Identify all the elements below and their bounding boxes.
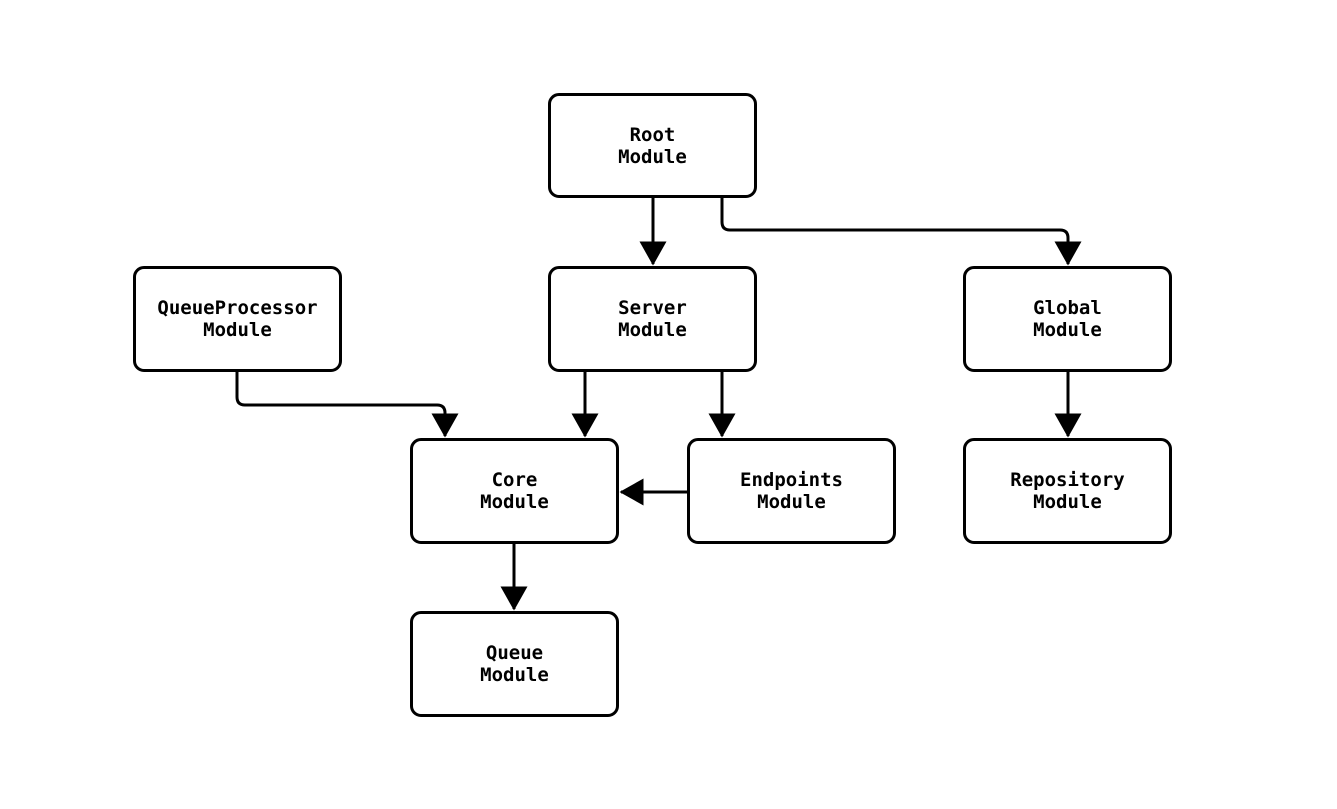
node-label-line: Module [203,319,272,341]
node-label-line: Module [480,491,549,513]
node-label-line: Repository [1010,469,1125,491]
edge-queueprocessor-to-core [235,372,459,438]
node-label-line: QueueProcessor [157,297,318,319]
node-label-line: Root [629,123,676,146]
diagram-edge-group [235,198,1082,611]
node-label-line: Endpoints [740,469,843,491]
node-label-line: Module [618,319,687,341]
node-label-line: Module [1033,491,1102,513]
node-label-line: Module [757,491,826,513]
node-label-line: Server [618,297,687,319]
node-label-line: Module [618,145,687,168]
node-label-line: Module [1033,319,1102,341]
node-label-line: Global [1033,297,1102,319]
node-label-line: Queue [485,642,544,664]
edge-root-to-global [720,198,1082,266]
node-label-line: Core [491,469,538,491]
node-label-line: Module [480,664,549,686]
